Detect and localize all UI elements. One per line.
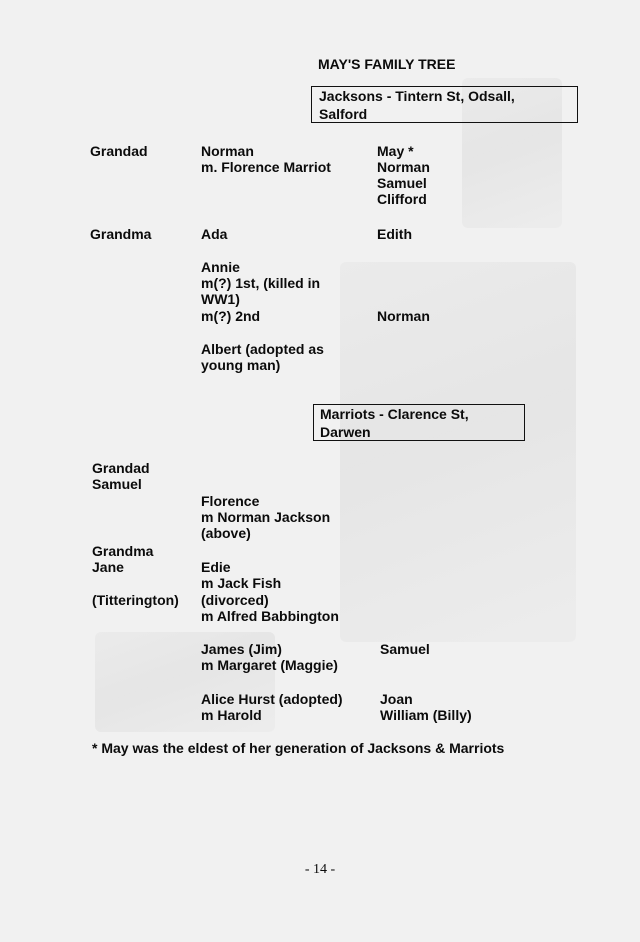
james-marriage: m Margaret (Maggie) xyxy=(201,657,338,673)
florence-marriage: m Norman Jackson xyxy=(201,509,331,525)
annie-marriage1: m(?) 1st, (killed in xyxy=(201,275,321,291)
jacksons-child: Clifford xyxy=(377,191,427,207)
jacksons-heading-line2: Salford xyxy=(319,106,368,122)
annie-marriage2: m(?) 2nd xyxy=(201,308,261,324)
marriots-heading-line1: Marriots - Clarence St, xyxy=(320,406,469,422)
marriots-grandma-name: Jane xyxy=(92,559,124,575)
marriots-grandma-maiden: (Titterington) xyxy=(92,592,179,608)
jacksons-heading-line1: Jacksons - Tintern St, Odsall, xyxy=(319,88,515,104)
jacksons-child: May * xyxy=(377,143,414,159)
marriots-grandad-label: Grandad xyxy=(92,460,150,476)
jacksons-grandma-name: Ada xyxy=(201,226,228,242)
background-photo-shadow xyxy=(340,262,576,642)
alice-name: Alice Hurst (adopted) xyxy=(201,691,343,707)
annie-child: Norman xyxy=(377,308,430,324)
page-title: MAY'S FAMILY TREE xyxy=(318,56,456,72)
jacksons-grandad-label: Grandad xyxy=(90,143,148,159)
james-child: Samuel xyxy=(380,641,430,657)
edie-marriage2: m Alfred Babbington xyxy=(201,608,339,624)
florence-note: (above) xyxy=(201,525,251,541)
albert-note: young man) xyxy=(201,357,281,373)
florence-name: Florence xyxy=(201,493,260,509)
james-name: James (Jim) xyxy=(201,641,282,657)
jacksons-grandma-child: Edith xyxy=(377,226,412,242)
annie-marriage1-cont: WW1) xyxy=(201,291,240,307)
alice-child: Joan xyxy=(380,691,413,707)
marriots-heading-line2: Darwen xyxy=(320,424,371,440)
albert-name: Albert (adopted as xyxy=(201,341,324,357)
jacksons-heading-box xyxy=(311,86,578,123)
jacksons-grandma-label: Grandma xyxy=(90,226,152,242)
alice-marriage: m Harold xyxy=(201,707,262,723)
annie-name: Annie xyxy=(201,259,240,275)
background-photo-shadow xyxy=(95,632,275,732)
jacksons-grandad-spouse: m. Florence Marriot xyxy=(201,159,331,175)
background-photo-shadow xyxy=(462,78,562,228)
marriots-grandad-name: Samuel xyxy=(92,476,142,492)
marriots-grandma-label: Grandma xyxy=(92,543,154,559)
jacksons-child: Samuel xyxy=(377,175,427,191)
edie-note: (divorced) xyxy=(201,592,269,608)
alice-child: William (Billy) xyxy=(380,707,472,723)
jacksons-grandad-name: Norman xyxy=(201,143,254,159)
edie-name: Edie xyxy=(201,559,231,575)
edie-marriage1: m Jack Fish xyxy=(201,575,282,591)
jacksons-child: Norman xyxy=(377,159,430,175)
page-number: - 14 - xyxy=(304,862,336,877)
footnote: * May was the eldest of her generation o… xyxy=(92,740,505,756)
marriots-heading-box xyxy=(313,404,525,441)
